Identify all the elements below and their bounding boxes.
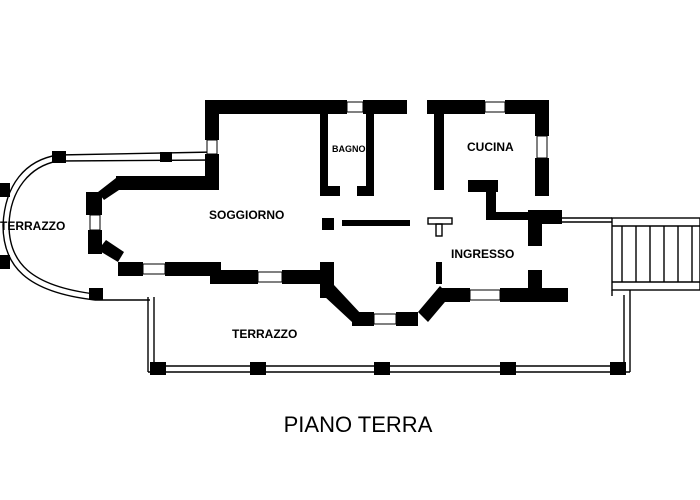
room-label-bagno: BAGNO <box>332 144 366 154</box>
room-label-ingresso: INGRESSO <box>451 247 514 261</box>
terrace-bottom <box>95 290 631 375</box>
room-label-soggiorno: SOGGIORNO <box>209 208 284 222</box>
exterior-walls <box>86 100 568 326</box>
room-label-cucina: CUCINA <box>467 140 514 154</box>
room-label-terrazzo-bottom: TERRAZZO <box>232 327 297 341</box>
staircase <box>560 217 700 296</box>
terrace-left <box>0 151 216 301</box>
interior-walls <box>320 114 532 284</box>
room-label-terrazzo-left: TERRAZZO <box>0 219 65 233</box>
plan-title: PIANO TERRA <box>284 412 433 437</box>
